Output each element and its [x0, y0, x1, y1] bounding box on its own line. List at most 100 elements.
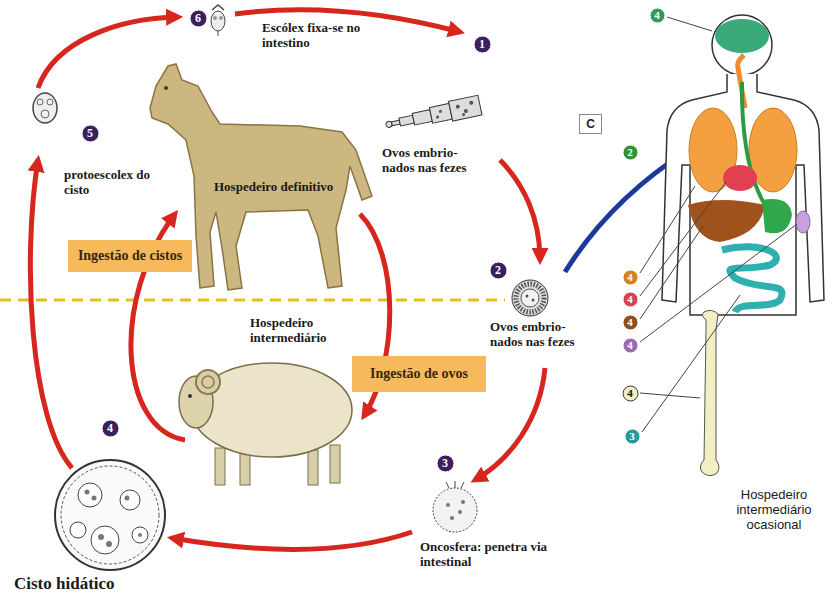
protoscolex-figure [33, 93, 57, 123]
callout-number: 2 [495, 264, 501, 276]
adult-worm-figure [469, 100, 474, 105]
stage-label: Escólex fixa-se no intestino [262, 21, 366, 51]
callout-circle-shape [625, 429, 640, 444]
stage-title: Cisto hidático [14, 574, 115, 594]
callout-number: 4 [107, 422, 113, 434]
sheep-figure [188, 394, 192, 398]
hydatid-cyst-figure [78, 483, 102, 507]
callout-circle: 4 [622, 269, 639, 286]
sheep-figure [215, 448, 225, 485]
hydatid-cyst-figure [91, 526, 119, 554]
protoscolex-figure [47, 99, 53, 105]
human-figure [715, 19, 769, 53]
stage-box: C [579, 114, 602, 134]
callout-number: 4 [627, 317, 633, 328]
callout-circle-shape [623, 338, 638, 353]
callout-circle-shape [650, 8, 665, 23]
oncosphere-figure [461, 482, 464, 488]
stage-label: Oncosfera: penetra via intestinal [420, 540, 548, 570]
callout-circle: 4 [622, 385, 639, 402]
adult-worm-figure [464, 109, 469, 114]
hydatid-cyst-figure [55, 460, 165, 570]
callout-number: 3 [629, 431, 635, 442]
callout-number: 4 [627, 272, 633, 283]
sheep-figure [330, 445, 340, 483]
cycle-arrow [172, 532, 412, 549]
leader-line [640, 226, 703, 319]
leader-line [640, 182, 726, 296]
hydatid-cyst-figure [106, 541, 112, 547]
stage-label: Ovos embrio- nados nas fezes [490, 320, 594, 350]
host-divider [0, 299, 505, 302]
hydatid-cyst-figure [125, 496, 130, 501]
protoscolex-figure [41, 110, 49, 118]
egg-figure [532, 299, 535, 302]
callout-number: 5 [87, 127, 93, 139]
host-divider [0, 300, 505, 301]
oncosphere-figure [433, 481, 477, 532]
callout-circle: 4 [622, 314, 639, 331]
scolex-figure [211, 11, 225, 31]
egg-figure [516, 284, 544, 312]
leader-line [640, 17, 797, 432]
hydatid-cyst-figure [92, 496, 97, 501]
callout-circle-shape [623, 292, 638, 307]
adult-worm-figure [429, 103, 452, 123]
scolex-figure [218, 31, 219, 36]
human-figure [662, 74, 824, 315]
oncosphere-figure [458, 510, 462, 514]
cycle-arrow [30, 160, 72, 468]
callout-number: 1 [479, 38, 485, 50]
callout-number: 2 [627, 147, 633, 158]
sheep-figure [192, 363, 352, 457]
stage-box: Ingestão de ovos [352, 356, 486, 392]
callout-circle-shape [490, 262, 507, 279]
human-figure [723, 165, 757, 191]
protoscolex-figure [37, 99, 43, 105]
oncosphere-figure [450, 516, 454, 520]
human-figure [712, 15, 772, 75]
sheep-figure [202, 376, 214, 388]
oncosphere-figure [446, 503, 450, 507]
callout-circle-shape [102, 420, 119, 437]
adult-worm-figure [436, 115, 440, 119]
cycle-arrow [500, 160, 540, 260]
oncosphere-figure [455, 481, 456, 488]
egg-figure [512, 280, 548, 316]
box-text: C [586, 118, 595, 130]
human-figure [662, 15, 824, 476]
callout-circle: 2 [489, 261, 508, 280]
callout-number: 4 [627, 388, 633, 399]
egg-figure [512, 280, 548, 316]
egg-figure [521, 289, 539, 307]
human-figure [762, 199, 792, 233]
human-figure [722, 247, 782, 312]
leader-line [642, 295, 740, 432]
callout-number: 6 [195, 12, 201, 24]
adult-worm-figure [455, 104, 460, 109]
sheep-figure [196, 370, 220, 394]
callout-circle-shape [190, 10, 207, 27]
callout-circle: 1 [473, 35, 492, 54]
hydatid-cyst-figure [85, 490, 90, 495]
cycle-arrow [38, 17, 178, 88]
stage-label: protoescolex do cisto [64, 168, 154, 198]
hydatid-cyst-figure [138, 533, 142, 537]
callout-circle-shape [623, 145, 638, 160]
leader-line [667, 17, 712, 31]
adult-worm-figure [462, 113, 466, 117]
host-label: Hospedeiro intermediário [250, 316, 345, 346]
box-text: Ingestão de cistos [78, 249, 182, 263]
callout-circle: 4 [101, 419, 120, 438]
callout-circle-shape [474, 36, 491, 53]
dog-figure [164, 86, 168, 90]
leader-line [640, 393, 700, 398]
adult-worm-figure [449, 95, 483, 121]
human-figure [796, 211, 810, 233]
hydatid-cyst-figure [120, 490, 140, 510]
sheep-figure [308, 450, 318, 485]
callout-circle: 6 [189, 9, 208, 28]
egg-figure [526, 295, 529, 298]
callout-number: 4 [627, 294, 633, 305]
